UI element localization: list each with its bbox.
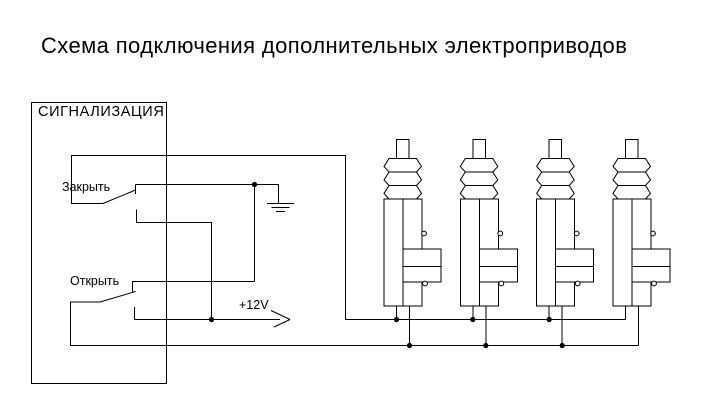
actuator-bellows-fold xyxy=(536,158,575,173)
junction-dot xyxy=(406,342,413,349)
junction-dot xyxy=(559,342,565,349)
actuator-side-block xyxy=(478,248,518,283)
open-switch-label: Открыть xyxy=(70,274,120,288)
actuator-side-block xyxy=(555,248,595,283)
actuator-bellows-fold xyxy=(459,158,499,173)
junction-dot xyxy=(470,316,476,323)
actuator-bellows-fold xyxy=(612,158,652,173)
wire-open-upper-contact-to-ground-junction xyxy=(132,281,255,293)
actuator-hole-upper xyxy=(421,230,427,237)
actuator-hole-lower xyxy=(574,280,581,287)
wire-close-common-to-upper-bus xyxy=(71,155,626,320)
actuator-2 xyxy=(459,139,518,346)
actuator-side-block xyxy=(402,248,442,283)
junction-dot xyxy=(483,342,489,349)
close-switch-label: Закрыть xyxy=(62,180,111,194)
actuator-bellows-fold xyxy=(536,171,575,186)
diagram-title: Схема подключения дополнительных электро… xyxy=(41,33,628,58)
actuator-1 xyxy=(383,139,442,346)
actuator-rod xyxy=(396,139,410,160)
actuator-rod xyxy=(548,139,563,160)
actuator-hole-lower xyxy=(651,280,657,287)
junction-dot-12v xyxy=(208,316,215,323)
junction-dot-ground xyxy=(251,181,258,188)
actuator-rod xyxy=(625,139,639,160)
power-12v-label: +12V xyxy=(239,298,269,312)
actuator-side-block xyxy=(631,248,671,283)
actuator-bellows-fold xyxy=(383,185,423,200)
actuator-hole-upper xyxy=(573,230,580,237)
open-switch-blade xyxy=(99,291,136,303)
actuator-bellows-fold xyxy=(459,171,499,186)
actuators xyxy=(383,139,671,346)
actuator-bellows-fold xyxy=(383,171,423,186)
wire-close-to-ground xyxy=(135,184,279,204)
actuator-bellows-fold xyxy=(612,185,652,200)
junction-dot xyxy=(546,316,552,323)
actuator-rod xyxy=(472,139,486,160)
actuator-bellows-fold xyxy=(459,185,499,200)
actuator-hole-lower xyxy=(498,280,505,287)
junction-dot xyxy=(393,316,400,323)
junction-dots xyxy=(208,181,565,349)
wire-close-lower-to-12v xyxy=(136,222,212,320)
actuator-hole-lower xyxy=(422,280,428,287)
alarm-box xyxy=(31,102,167,384)
wire-open-common-to-lower-bus xyxy=(70,301,639,346)
actuator-hole-upper xyxy=(497,230,504,237)
alarm-box-label: СИГНАЛИЗАЦИЯ xyxy=(38,104,165,120)
actuator-bellows-fold xyxy=(383,158,423,173)
close-switch-blade xyxy=(102,189,136,204)
actuator-bellows-fold xyxy=(612,171,652,186)
arrow-right-icon xyxy=(270,310,291,328)
ground-icon xyxy=(267,203,294,212)
actuator-3 xyxy=(536,139,595,346)
actuator-bellows-fold xyxy=(536,185,575,200)
actuator-4 xyxy=(612,139,671,346)
actuator-hole-upper xyxy=(650,230,656,237)
